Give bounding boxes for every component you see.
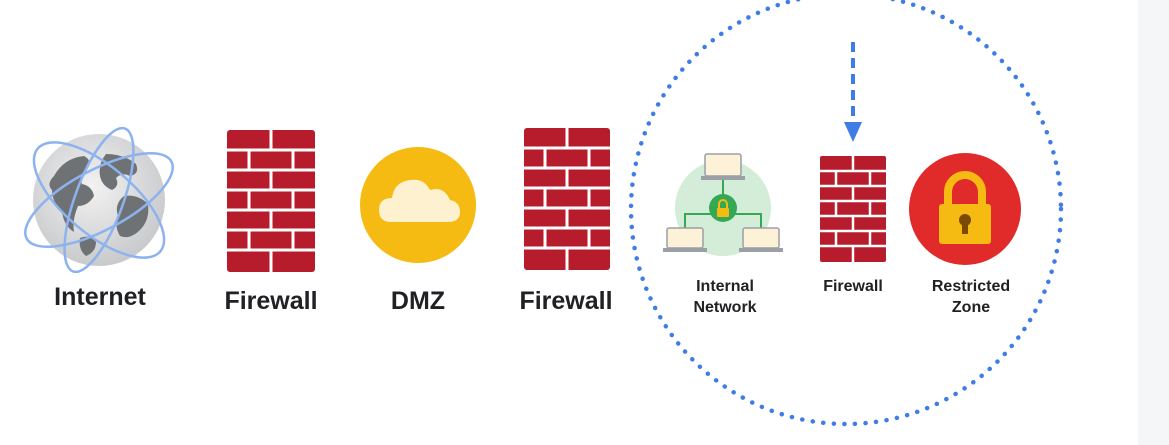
brick-wall-icon (524, 128, 610, 270)
cloud-icon (360, 147, 476, 263)
dmz-label: DMZ (390, 287, 446, 315)
dashed-arrow-icon (844, 42, 862, 142)
firewall-zone-label: Firewall (823, 278, 883, 295)
restricted-zone-label-line2: Zone (951, 299, 991, 316)
right-edge-panel (1138, 0, 1169, 445)
internal-network-label: Internal Network (672, 276, 778, 318)
restricted-zone-label-line1: Restricted (931, 278, 1011, 295)
firewall-outer-label: Firewall (224, 287, 318, 315)
internal-network-label-line2: Network (693, 299, 757, 316)
network-zones-diagram: Internet Firewall DMZ (23, 0, 1064, 427)
padlock-icon (909, 153, 1021, 265)
globe-icon (23, 126, 175, 274)
firewall-inner-label: Firewall (519, 287, 613, 315)
internet-label: Internet (54, 283, 146, 311)
network-icon (663, 153, 783, 256)
brick-wall-icon (820, 156, 886, 262)
dotted-zone-circle (628, 0, 1064, 427)
restricted-zone-label: Restricted Zone (914, 276, 1028, 318)
brick-wall-icon (227, 130, 315, 272)
internal-network-label-line1: Internal (696, 278, 754, 295)
